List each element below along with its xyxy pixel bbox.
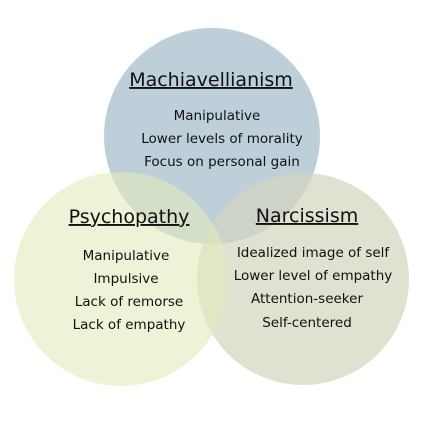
title-narcissism: Narcissism [256,205,358,227]
item-machiavellianism-1: Lower levels of morality [141,131,302,147]
circle-psychopathy [14,172,228,386]
item-psychopathy-3: Lack of empathy [73,317,186,333]
item-psychopathy-1: Impulsive [93,271,158,287]
item-narcissism-1: Lower level of empathy [234,268,393,284]
item-machiavellianism-2: Focus on personal gain [144,154,300,170]
item-psychopathy-2: Lack of remorse [75,294,184,310]
item-narcissism-3: Self-centered [262,315,352,331]
circle-narcissism [197,173,409,385]
title-machiavellianism: Machiavellianism [129,69,293,91]
item-narcissism-0: Idealized image of self [237,245,391,261]
item-psychopathy-0: Manipulative [83,248,170,264]
item-machiavellianism-0: Manipulative [174,108,261,124]
title-psychopathy: Psychopathy [69,206,190,228]
item-narcissism-2: Attention-seeker [251,291,363,307]
